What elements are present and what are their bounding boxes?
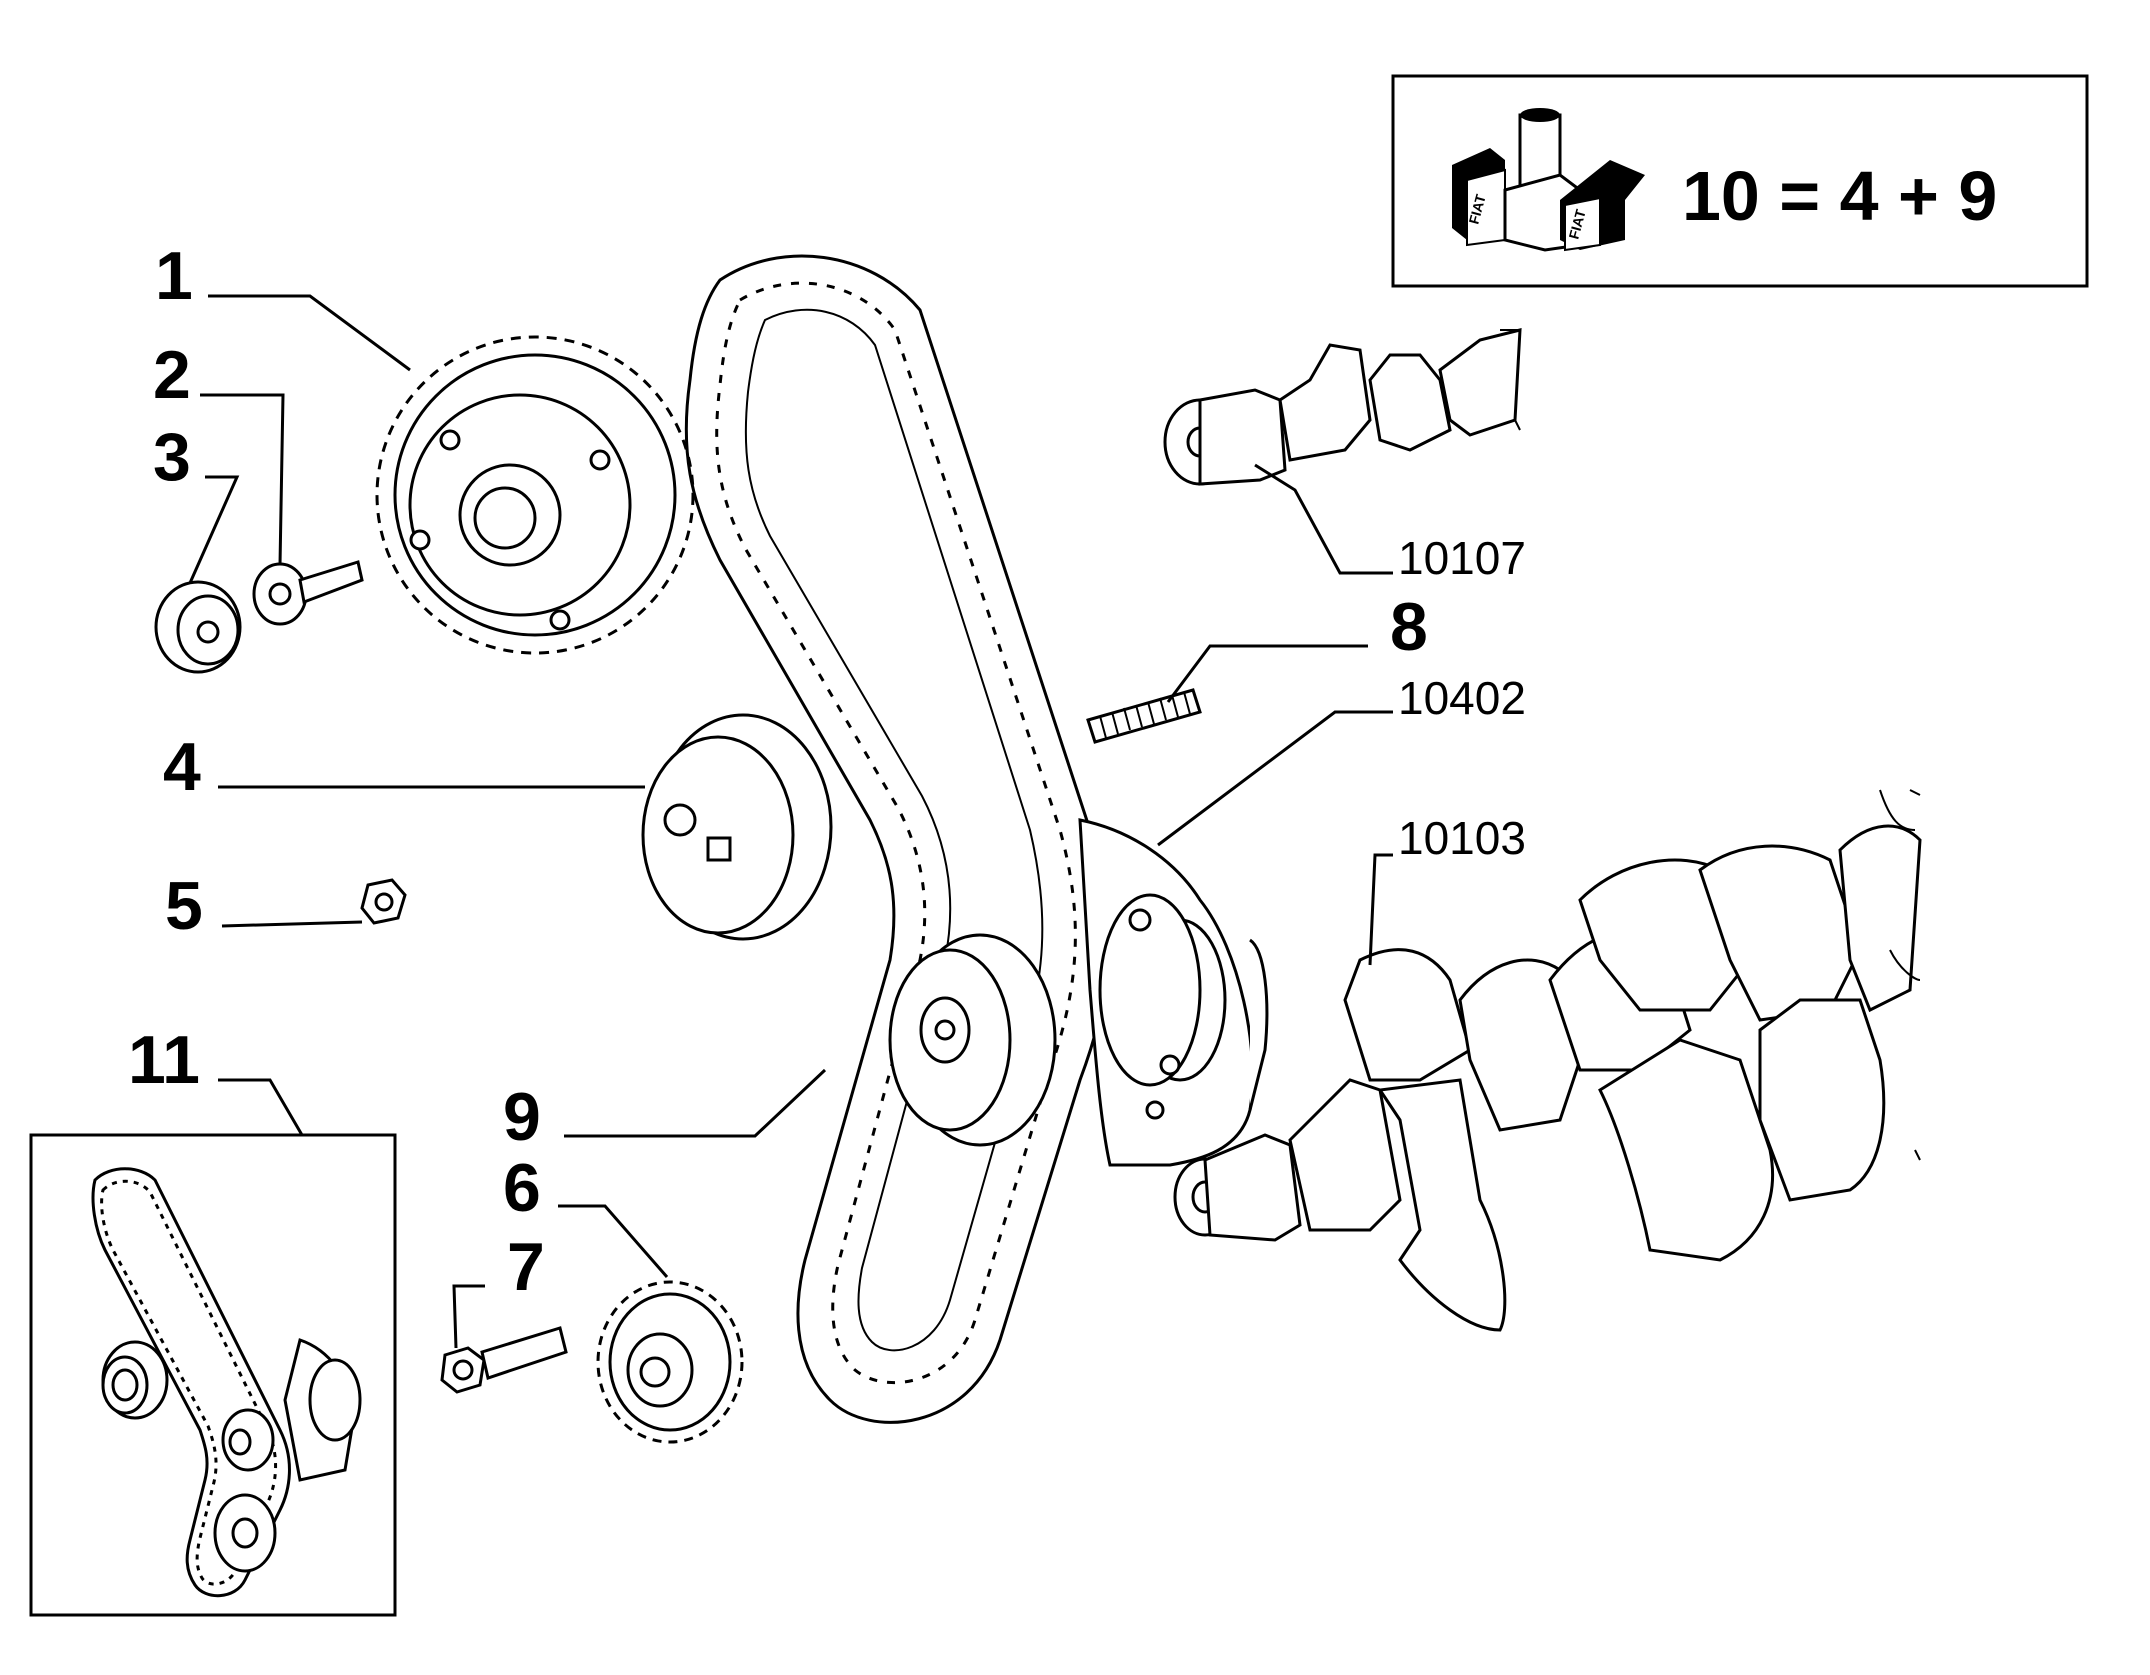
ref-10103: 10103 xyxy=(1398,812,1526,864)
inset-kit-view xyxy=(29,1133,397,1617)
callout-11: 11 xyxy=(128,1022,200,1098)
kit-boxes-icon: FIAT FIAT xyxy=(1452,108,1645,252)
crankshaft xyxy=(1173,789,1922,1332)
washer xyxy=(154,580,242,674)
reference-numbers: 10107 10402 10103 xyxy=(1398,532,1526,864)
oil-pump-housing xyxy=(1078,818,1269,1167)
callout-6: 6 xyxy=(503,1150,541,1226)
callout-9: 9 xyxy=(503,1079,541,1155)
camshaft-sprocket xyxy=(375,335,695,655)
logo-text-left: FIAT xyxy=(1465,192,1488,226)
crankshaft-sprocket xyxy=(596,1280,744,1444)
logo-text-right: FIAT xyxy=(1565,207,1588,241)
callout-4: 4 xyxy=(163,729,201,805)
kit-formula: 10 = 4 + 9 xyxy=(1682,157,1997,235)
callout-1: 1 xyxy=(155,238,193,314)
camshaft xyxy=(1163,328,1522,486)
sprocket-bolt xyxy=(252,560,364,626)
idler-pulley xyxy=(888,933,1057,1147)
nut xyxy=(360,878,407,925)
ref-10107: 10107 xyxy=(1398,532,1526,584)
callout-3: 3 xyxy=(153,419,191,495)
callout-7: 7 xyxy=(507,1229,545,1305)
leader-lines xyxy=(188,294,1393,1349)
belt-tensioner xyxy=(641,713,833,941)
stud xyxy=(1086,688,1202,744)
callout-5: 5 xyxy=(165,868,203,944)
callout-2: 2 xyxy=(153,337,191,413)
callout-8: 8 xyxy=(1390,589,1428,665)
crankshaft-bolt xyxy=(440,1326,568,1394)
callout-numbers: 1 2 3 4 5 6 7 8 9 11 xyxy=(128,238,1428,1305)
kit-box: FIAT FIAT 10 = 4 + 9 xyxy=(1391,74,2089,288)
ref-10402: 10402 xyxy=(1398,672,1526,724)
